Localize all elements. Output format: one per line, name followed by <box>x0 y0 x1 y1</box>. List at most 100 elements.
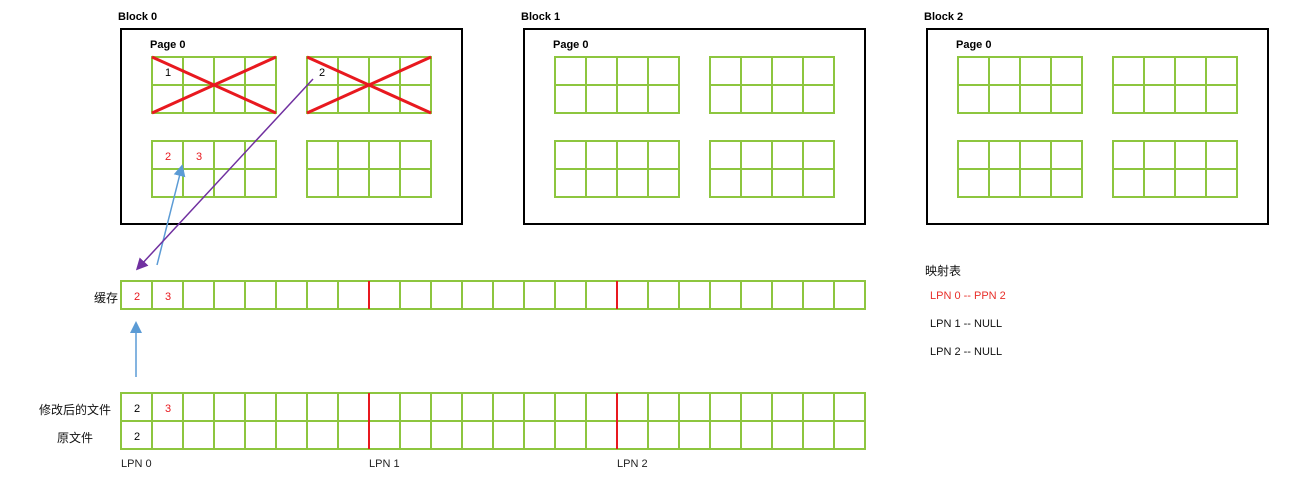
grid-cell <box>1174 168 1207 198</box>
grid-cell <box>368 84 401 114</box>
grid-cell <box>647 420 680 450</box>
grid-cell <box>213 84 246 114</box>
grid-cell <box>1205 56 1238 86</box>
grid-cell <box>988 168 1021 198</box>
grid-cell <box>492 392 525 422</box>
grid-cell <box>585 392 618 422</box>
grid-cell <box>709 168 742 198</box>
block-2-title: Block 2 <box>924 11 963 23</box>
grid-cell <box>182 56 215 86</box>
grid-cell <box>802 280 835 310</box>
grid-cell <box>244 168 277 198</box>
grid-cell <box>957 140 990 170</box>
grid-cell <box>771 392 804 422</box>
grid-cell <box>554 280 587 310</box>
grid-cell <box>771 420 804 450</box>
invalid-page-cross-b <box>306 55 432 115</box>
grid-cell <box>802 168 835 198</box>
grid-cell <box>399 84 432 114</box>
grid-cell <box>399 392 432 422</box>
grid-cell <box>275 280 308 310</box>
grid-cell <box>678 392 711 422</box>
grid-cell <box>1019 56 1052 86</box>
grid-cell <box>833 280 866 310</box>
grid-cell <box>647 140 680 170</box>
grid-cell <box>740 392 773 422</box>
grid-cell <box>1143 56 1176 86</box>
grid-cell <box>430 392 463 422</box>
grid-cell <box>740 140 773 170</box>
grid-cell <box>306 420 339 450</box>
grid-cell <box>399 420 432 450</box>
grid-cell <box>461 280 494 310</box>
grid-cell <box>554 392 587 422</box>
grid-cell <box>802 84 835 114</box>
grid-cell <box>1019 140 1052 170</box>
grid-cell <box>244 84 277 114</box>
block-1-page-grid-2 <box>554 140 680 198</box>
grid-cell <box>740 56 773 86</box>
block-0-page-grid-3 <box>306 140 432 198</box>
grid-cell <box>337 84 370 114</box>
grid-cell <box>492 420 525 450</box>
grid-cell <box>306 280 339 310</box>
grid-cell <box>554 56 587 86</box>
grid-cell <box>833 392 866 422</box>
grid-cell <box>1205 84 1238 114</box>
grid-cell <box>213 56 246 86</box>
grid-cell <box>647 84 680 114</box>
grid-cell <box>523 280 556 310</box>
block-0-page-label: Page 0 <box>150 39 185 51</box>
grid-cell <box>244 140 277 170</box>
grid-cell <box>771 56 804 86</box>
grid-cell <box>213 280 246 310</box>
original-value-1: 2 <box>134 431 140 443</box>
grid-cell <box>771 168 804 198</box>
mapping-entry-1: LPN 1 -- NULL <box>930 318 1003 330</box>
grid-cell <box>709 392 742 422</box>
grid-cell <box>368 420 401 450</box>
grid-cell <box>213 420 246 450</box>
grid-cell <box>213 140 246 170</box>
grid-cell <box>554 84 587 114</box>
grid-cell <box>616 392 649 422</box>
block-1-page-grid-1 <box>709 56 835 114</box>
valid-cell-number-2: 2 <box>165 151 171 163</box>
grid-cell <box>554 140 587 170</box>
grid-cell <box>306 392 339 422</box>
grid-cell <box>740 84 773 114</box>
grid-cell <box>151 84 184 114</box>
grid-cell <box>771 280 804 310</box>
grid-cell <box>802 420 835 450</box>
grid-cell <box>616 84 649 114</box>
grid-cell <box>244 420 277 450</box>
block-2-page-label: Page 0 <box>956 39 991 51</box>
cache-value-2: 3 <box>165 291 171 303</box>
grid-cell <box>244 280 277 310</box>
arrow-block-to-cache <box>135 78 314 271</box>
grid-cell <box>337 280 370 310</box>
arrow-cache-to-block <box>156 164 186 266</box>
original-file-label: 原文件 <box>56 431 93 445</box>
page-grids <box>151 56 1238 198</box>
block-0-frame <box>120 28 463 225</box>
grid-cell <box>1143 140 1176 170</box>
grid-cell <box>399 280 432 310</box>
lpn-label-0: LPN 0 <box>121 458 152 470</box>
block-2-page-grid-2 <box>957 140 1083 198</box>
modified-value-2: 3 <box>165 403 171 415</box>
grid-cell <box>151 420 184 450</box>
grid-cell <box>616 56 649 86</box>
grid-cell <box>988 84 1021 114</box>
invalid-page-cross-a <box>151 55 277 115</box>
crossed-cell-number-2: 2 <box>319 67 325 79</box>
grid-cell <box>1205 168 1238 198</box>
grid-cell <box>1112 84 1145 114</box>
grid-cell <box>1050 140 1083 170</box>
grid-cell <box>306 168 339 198</box>
grid-cell <box>275 392 308 422</box>
grid-cell <box>1174 84 1207 114</box>
grid-cell <box>523 392 556 422</box>
grid-cell <box>337 168 370 198</box>
grid-cell <box>616 140 649 170</box>
